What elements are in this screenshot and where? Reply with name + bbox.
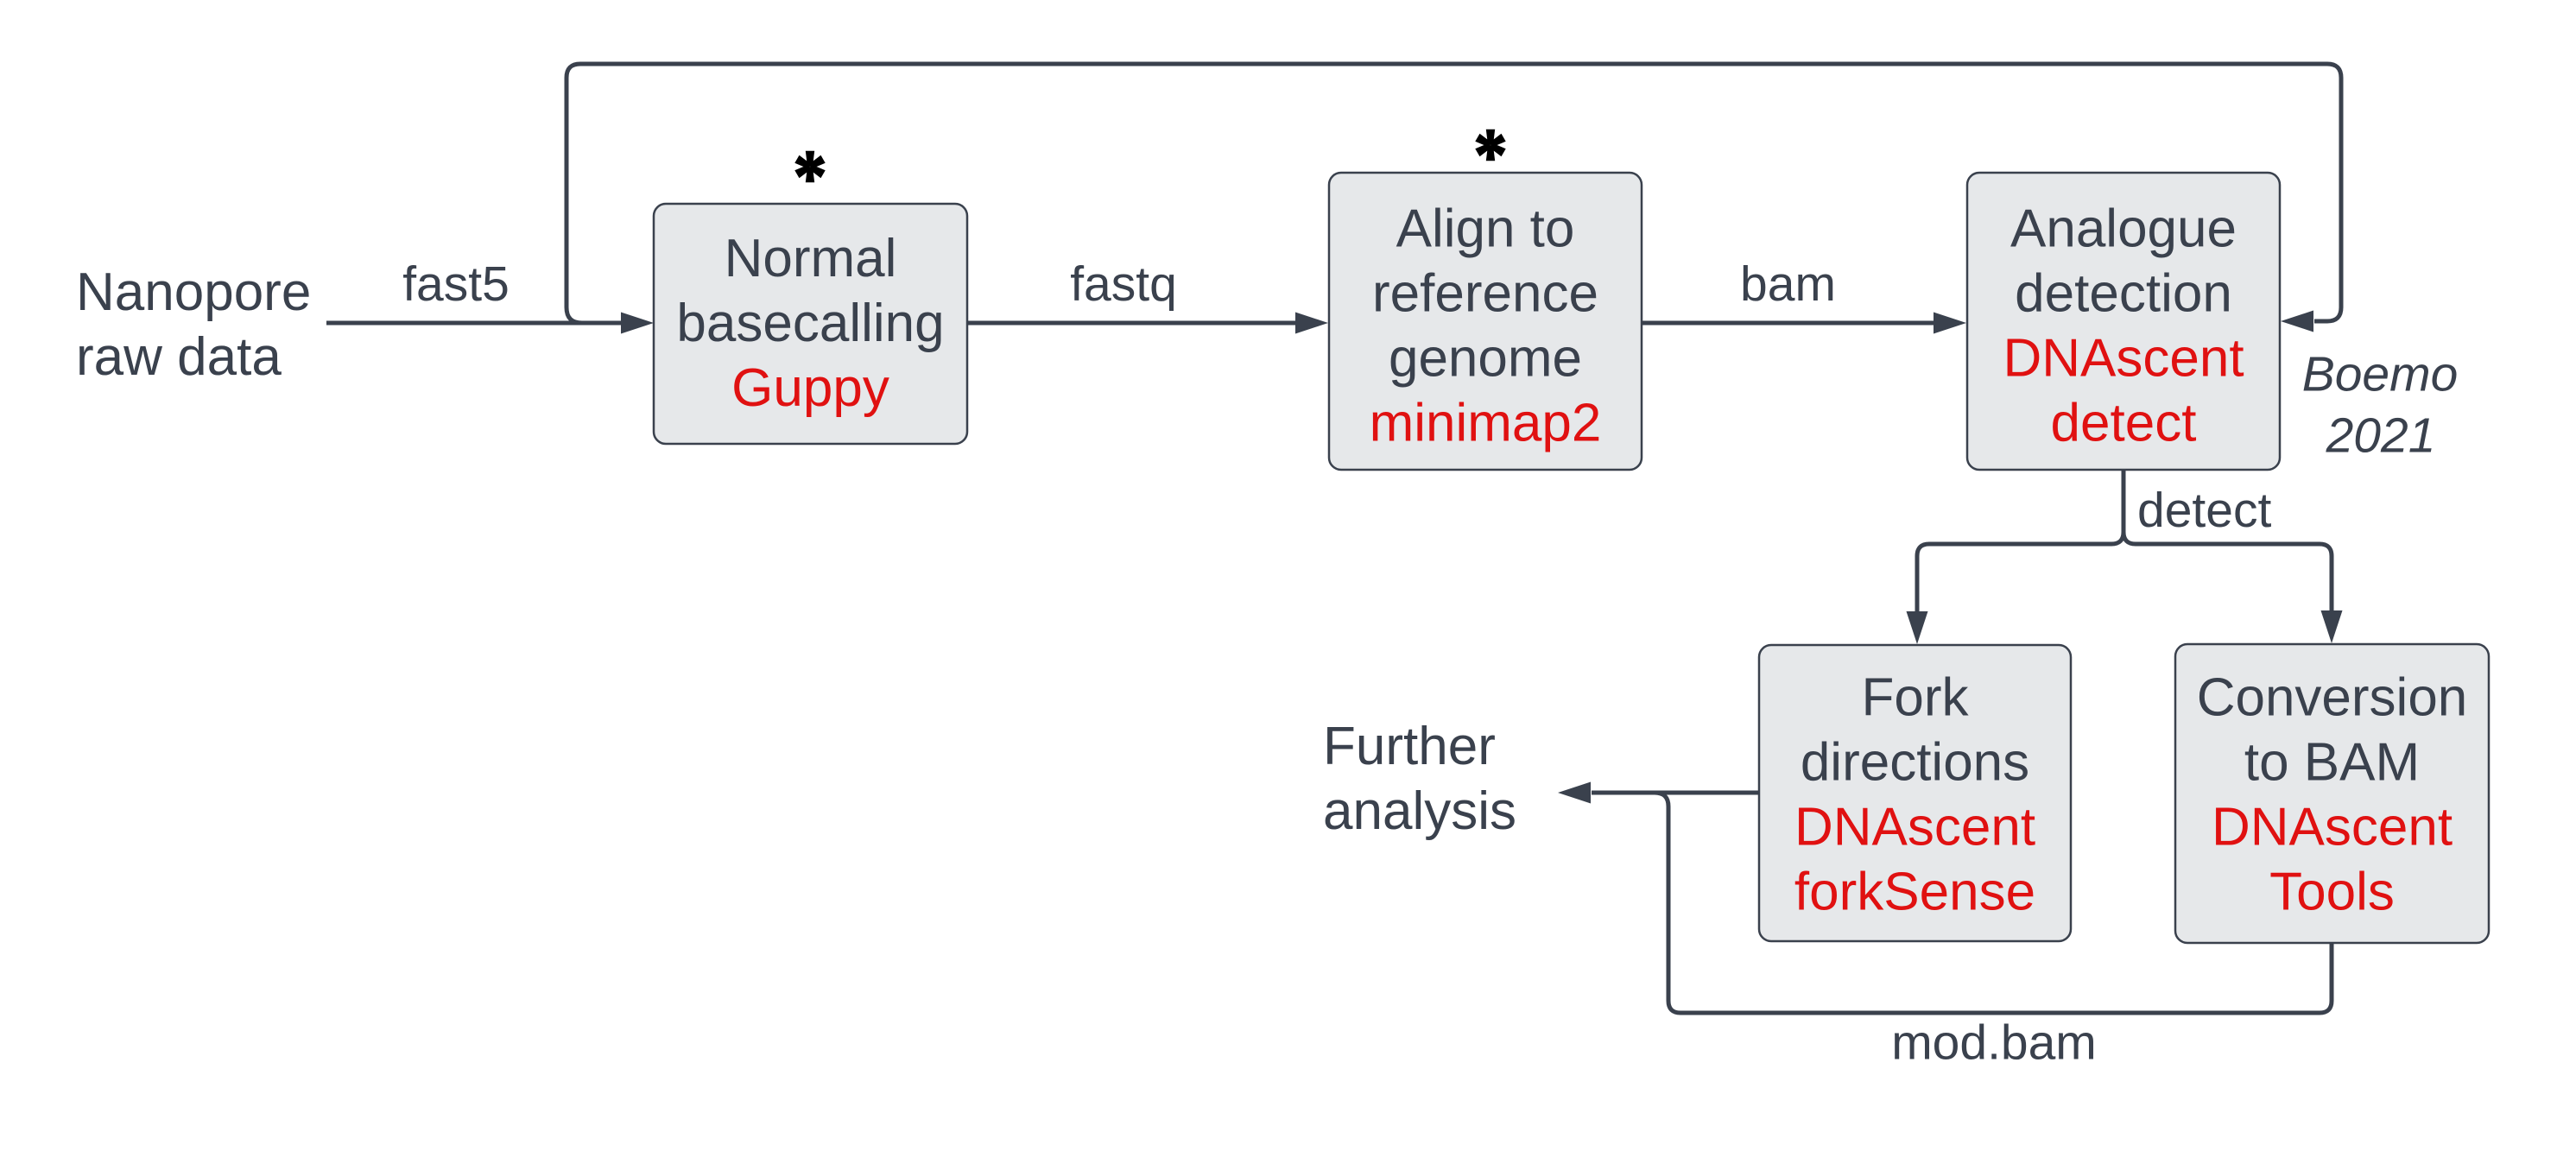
- svg-text:forkSense: forkSense: [1794, 863, 2035, 922]
- svg-text:DNAscent: DNAscent: [1794, 798, 2035, 857]
- svg-text:Guppy: Guppy: [731, 358, 889, 418]
- svg-text:DNAscent: DNAscent: [2003, 329, 2244, 389]
- svg-text:to BAM: to BAM: [2244, 733, 2420, 793]
- svg-text:Normal: Normal: [725, 229, 897, 288]
- svg-text:Analogue: Analogue: [2010, 199, 2237, 259]
- svg-text:fast5: fast5: [402, 256, 510, 312]
- svg-text:Conversion: Conversion: [2197, 668, 2468, 728]
- svg-text:reference: reference: [1372, 264, 1598, 324]
- svg-text:Boemo: Boemo: [2302, 347, 2459, 402]
- svg-text:detection: detection: [2015, 264, 2232, 324]
- svg-text:Align to: Align to: [1396, 199, 1575, 259]
- svg-text:raw data: raw data: [76, 327, 282, 387]
- svg-text:bam: bam: [1740, 256, 1836, 312]
- svg-text:detect: detect: [2051, 394, 2197, 453]
- svg-text:mod.bam: mod.bam: [1891, 1015, 2097, 1071]
- svg-text:directions: directions: [1801, 733, 2029, 793]
- svg-text:minimap2: minimap2: [1370, 394, 1602, 453]
- svg-text:fastq: fastq: [1070, 256, 1177, 312]
- svg-text:DNAscent: DNAscent: [2212, 798, 2453, 857]
- svg-text:detect: detect: [2137, 483, 2271, 538]
- svg-text:2021: 2021: [2326, 408, 2436, 464]
- svg-text:genome: genome: [1389, 329, 1582, 389]
- svg-text:Nanopore: Nanopore: [76, 262, 311, 322]
- svg-text:Tools: Tools: [2269, 863, 2395, 922]
- svg-text:analysis: analysis: [1323, 781, 1516, 841]
- svg-text:Fork: Fork: [1862, 668, 1970, 728]
- svg-text:basecalling: basecalling: [676, 294, 944, 353]
- svg-text:Further: Further: [1323, 717, 1496, 776]
